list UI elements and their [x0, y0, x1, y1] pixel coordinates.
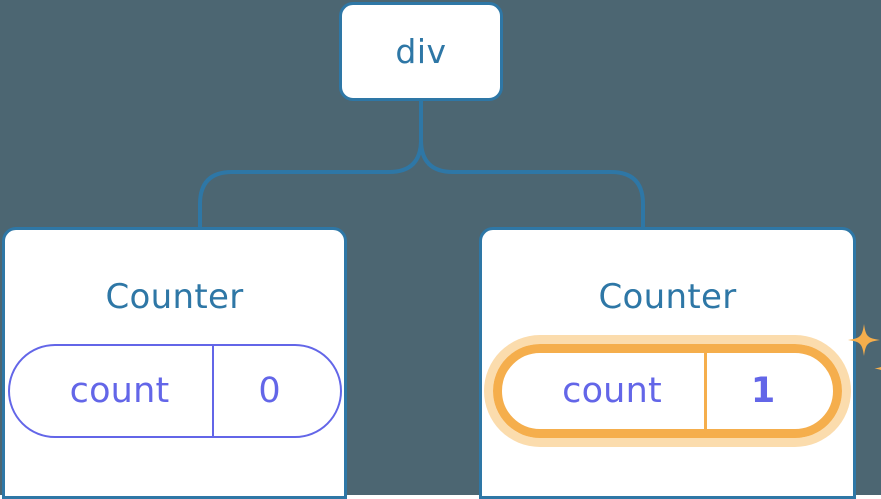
- node-div[interactable]: div: [339, 2, 503, 101]
- state-pill-left[interactable]: count 0: [8, 344, 342, 438]
- state-pill-left-value: 0: [214, 346, 340, 436]
- node-div-label: div: [395, 32, 446, 71]
- counter-left-state-wrap: count 0: [8, 344, 342, 438]
- node-counter-left[interactable]: Counter count 0: [2, 227, 347, 499]
- state-pill-right-key: count: [502, 353, 704, 429]
- state-pill-right[interactable]: count 1: [493, 344, 842, 438]
- counter-right-title: Counter: [599, 280, 737, 314]
- node-counter-right[interactable]: Counter count 1: [479, 227, 856, 499]
- state-pill-left-key: count: [10, 346, 212, 436]
- counter-right-state-wrap: count 1: [493, 344, 842, 438]
- state-pill-right-value: 1: [707, 353, 833, 429]
- counter-left-title: Counter: [106, 280, 244, 314]
